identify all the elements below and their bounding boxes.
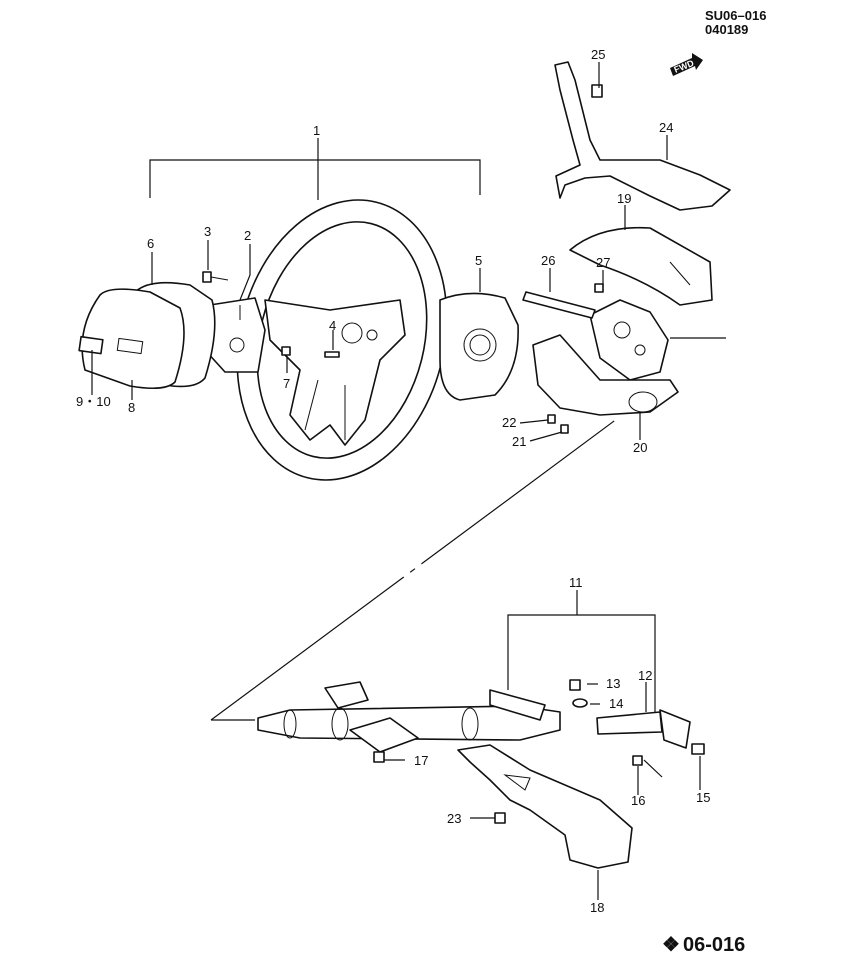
bolt-13 [569,679,581,691]
callout-25: 25 [591,47,605,62]
footer-code: 06-016 [683,934,745,956]
callout-23: 23 [447,811,461,826]
footer-symbol-icon: ❖ [662,934,680,956]
screw-3 [202,271,229,283]
fwd-label: FWD [673,58,696,75]
callout-9-10: 9・10 [76,394,111,409]
lower-column-cover [532,334,679,416]
leader-lines [91,62,727,900]
callout-18: 18 [590,900,604,915]
callout-21: 21 [512,434,526,449]
callout-4: 4 [329,318,336,333]
column-cover [439,292,519,401]
callout-20: 20 [633,440,647,455]
lower-bracket [457,744,633,869]
pad-cover [78,288,185,390]
combination-switch [589,299,669,381]
callout-19: 19 [617,191,631,206]
callout-14: 14 [609,696,623,711]
washer-14 [572,698,588,708]
callout-24: 24 [659,120,673,135]
callout-15: 15 [696,790,710,805]
bolt-15 [691,743,705,755]
callout-27: 27 [596,255,610,270]
diagram-code: SU06–016 [705,8,766,23]
steering-column [257,681,561,753]
steering-wheel [236,199,448,481]
screw-27 [594,283,604,293]
universal-joint-shaft [596,709,691,749]
upper-column-cover [569,226,713,306]
screws-21-22 [547,414,569,434]
callout-13: 13 [606,676,620,691]
screw-4 [324,351,340,358]
callout-7: 7 [283,376,290,391]
callout-8: 8 [128,400,135,415]
column-bracket [554,61,731,211]
fwd-arrow-icon: FWD [670,53,703,76]
callout-26: 26 [541,253,555,268]
callout-16: 16 [631,793,645,808]
diagram-date: 040189 [705,22,748,37]
callout-6: 6 [147,236,154,251]
screw-7 [281,346,291,356]
nut-16 [632,755,643,766]
callout-1: 1 [313,123,320,138]
callout-12: 12 [638,668,652,683]
callouts: 1 2 3 4 5 6 7 8 9・10 11 12 13 14 15 16 1… [76,47,710,915]
callout-3: 3 [204,224,211,239]
callout-17: 17 [414,753,428,768]
callout-5: 5 [475,253,482,268]
callout-2: 2 [244,228,251,243]
switch-lever [522,291,596,319]
nut-17 [373,751,385,763]
bolt-25 [591,84,603,98]
callout-11: 11 [569,575,583,590]
callout-22: 22 [502,415,516,430]
nut-23 [494,812,506,824]
